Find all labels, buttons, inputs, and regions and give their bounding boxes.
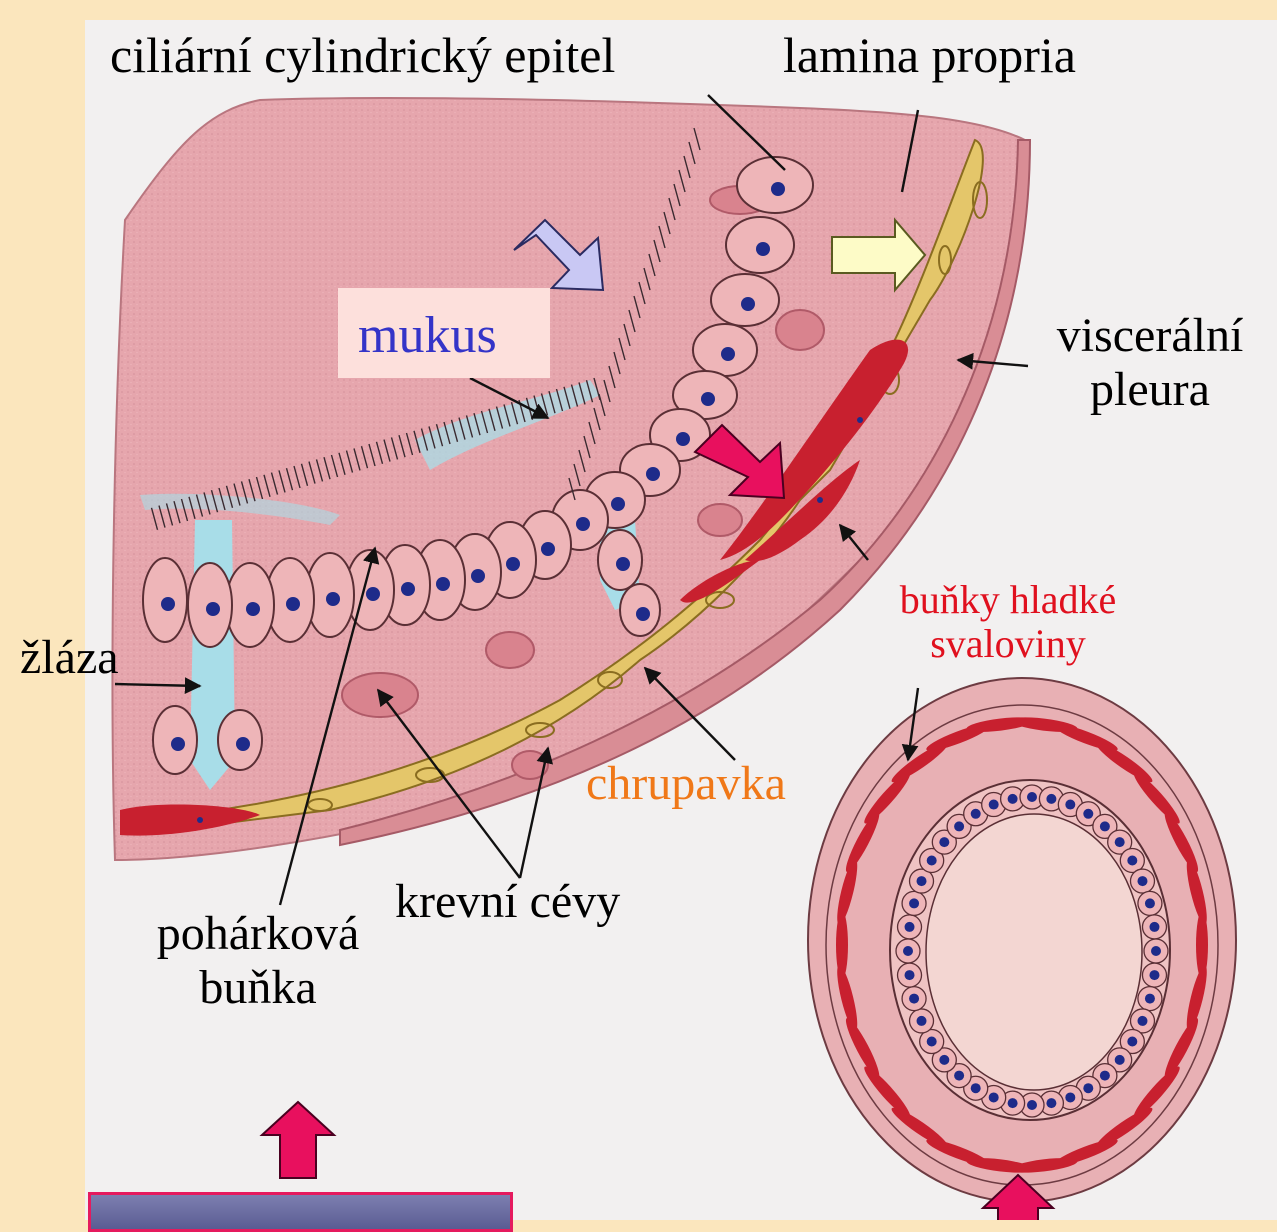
epithelial-cell <box>188 563 232 647</box>
ring-cell <box>1142 915 1166 939</box>
bottom-bar <box>88 1192 513 1232</box>
epithelial-cell <box>153 706 197 774</box>
label-zlaza: žláza <box>20 634 119 682</box>
label-hladke: buňky hladké svaloviny <box>868 580 1148 664</box>
epithelial-cell <box>218 710 262 770</box>
ring-cell <box>898 915 922 939</box>
epithelial-cell <box>711 274 779 326</box>
label-cevy: krevní cévy <box>395 878 620 926</box>
label-visceralni-line2: pleura <box>1030 366 1270 414</box>
ring-cell <box>1130 869 1154 893</box>
blood-vessel <box>776 310 824 350</box>
label-visceralni-line1: viscerální <box>1030 312 1270 360</box>
label-visceralni: viscerální pleura <box>1030 312 1270 414</box>
epithelial-cell <box>598 530 642 590</box>
label-poharkova-line2: buňka <box>118 964 398 1012</box>
epithelial-cell <box>693 324 757 376</box>
epithelial-cell <box>226 563 274 647</box>
ring-cell <box>902 987 926 1011</box>
epithelial-cell <box>143 558 187 642</box>
label-hladke-line2: svaloviny <box>868 624 1148 664</box>
label-poharkova-line1: pohárková <box>118 910 398 958</box>
label-poharkova: pohárková buňka <box>118 910 398 1012</box>
ring-cell <box>1144 939 1168 963</box>
blood-vessel <box>486 632 534 668</box>
label-chrupavka: chrupavka <box>586 760 786 808</box>
ring-cell <box>896 939 920 963</box>
epithelial-cell <box>726 217 794 273</box>
label-hladke-line1: buňky hladké <box>868 580 1148 620</box>
ring-cell <box>1138 987 1162 1011</box>
ring-cell <box>902 891 926 915</box>
blood-vessel <box>342 673 418 717</box>
ring-cell <box>1142 963 1166 987</box>
ring-cell <box>898 963 922 987</box>
ring-cell <box>1138 891 1162 915</box>
label-mukus: mukus <box>358 310 497 362</box>
blood-vessel <box>698 504 742 536</box>
epithelial-cell <box>620 584 660 636</box>
epithelial-cell <box>737 157 813 213</box>
label-lamina: lamina propria <box>783 30 1076 80</box>
bronchiole-cross-section <box>808 678 1236 1202</box>
ring-cell <box>910 1009 934 1033</box>
label-epitel: ciliární cylindrický epitel <box>110 30 615 80</box>
